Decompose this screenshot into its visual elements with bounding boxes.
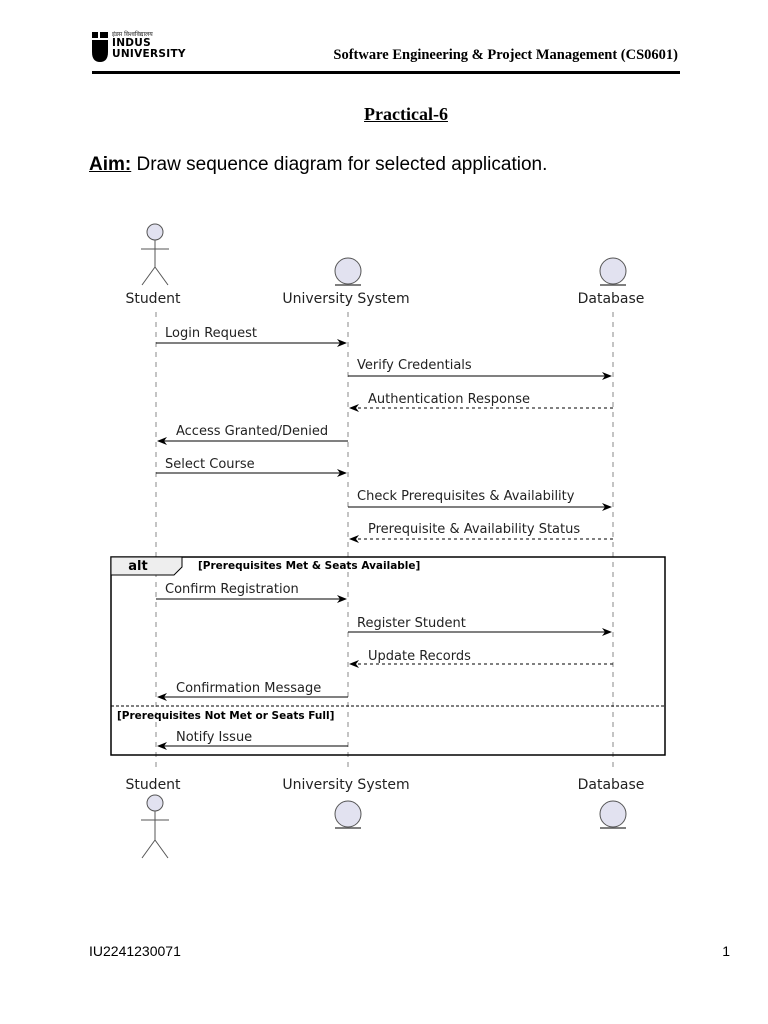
svg-text:Check Prerequisites & Availabi: Check Prerequisites & Availability <box>357 489 575 504</box>
entity-circle-icon <box>599 800 627 828</box>
message-10: Update Records <box>349 649 613 668</box>
header-rule <box>92 71 680 74</box>
actor-icon <box>141 794 169 859</box>
logo-text-line1: INDUS <box>112 37 151 49</box>
alt-guard-2: [Prerequisites Not Met or Seats Full] <box>117 710 334 722</box>
svg-text:Authentication Response: Authentication Response <box>368 392 530 407</box>
alt-guard-1: [Prerequisites Met & Seats Available] <box>198 560 420 572</box>
svg-text:Access Granted/Denied: Access Granted/Denied <box>176 424 328 439</box>
participant-label: University System <box>282 291 409 307</box>
svg-text:Login Request: Login Request <box>165 326 257 341</box>
participant-student-top: Student <box>125 223 181 307</box>
footer-page-number: 1 <box>722 943 730 959</box>
participant-label: Database <box>578 777 645 793</box>
logo-hindi-text: इंडस विश्वविद्यालय <box>112 31 153 38</box>
svg-text:Confirm Registration: Confirm Registration <box>165 582 299 597</box>
participant-label: Database <box>578 291 645 307</box>
participant-system-top: University System <box>282 257 410 307</box>
alt-fragment: alt [Prerequisites Met & Seats Available… <box>110 556 666 756</box>
practical-title: Practical-6 <box>364 104 448 124</box>
participant-label: Student <box>125 291 181 307</box>
participant-db-bottom: Database <box>578 777 645 829</box>
svg-text:Prerequisite & Availability St: Prerequisite & Availability Status <box>368 522 580 537</box>
logo-text-line2: UNIVERSITY <box>112 48 186 60</box>
participant-student-bottom: Student <box>125 777 181 859</box>
message-3: Authentication Response <box>349 392 613 412</box>
message-12: Notify Issue <box>157 730 348 750</box>
aim-statement: Aim: Draw sequence diagram for selected … <box>89 154 547 176</box>
message-8: Confirm Registration <box>156 582 347 603</box>
message-7: Prerequisite & Availability Status <box>349 522 613 543</box>
logo-emblem-icon <box>92 32 108 62</box>
alt-keyword: alt <box>128 559 147 574</box>
aim-label: Aim: <box>89 154 132 175</box>
message-11: Confirmation Message <box>157 681 348 701</box>
participant-label: University System <box>282 777 409 793</box>
message-6: Check Prerequisites & Availability <box>348 489 612 511</box>
footer-student-id: IU2241230071 <box>89 943 181 959</box>
actor-icon <box>141 223 169 286</box>
svg-text:Notify Issue: Notify Issue <box>176 730 252 745</box>
university-logo: इंडस विश्वविद्यालय INDUS UNIVERSITY <box>92 30 202 66</box>
participant-db-top: Database <box>578 257 645 307</box>
message-4: Access Granted/Denied <box>157 424 348 445</box>
svg-text:Select Course: Select Course <box>165 457 255 472</box>
message-5: Select Course <box>156 457 347 477</box>
svg-text:Update Records: Update Records <box>368 649 471 664</box>
message-9: Register Student <box>348 616 612 636</box>
svg-text:Register Student: Register Student <box>357 616 466 631</box>
entity-circle-icon <box>334 257 362 285</box>
message-2: Verify Credentials <box>348 358 612 380</box>
svg-text:Confirmation Message: Confirmation Message <box>176 681 321 696</box>
message-1: Login Request <box>156 326 347 347</box>
entity-circle-icon <box>599 257 627 285</box>
aim-text: Draw sequence diagram for selected appli… <box>131 154 548 175</box>
course-title: Software Engineering & Project Managemen… <box>333 47 678 63</box>
participant-label: Student <box>125 777 181 793</box>
entity-circle-icon <box>334 800 362 828</box>
svg-text:Verify Credentials: Verify Credentials <box>357 358 472 373</box>
participant-system-bottom: University System <box>282 777 410 829</box>
